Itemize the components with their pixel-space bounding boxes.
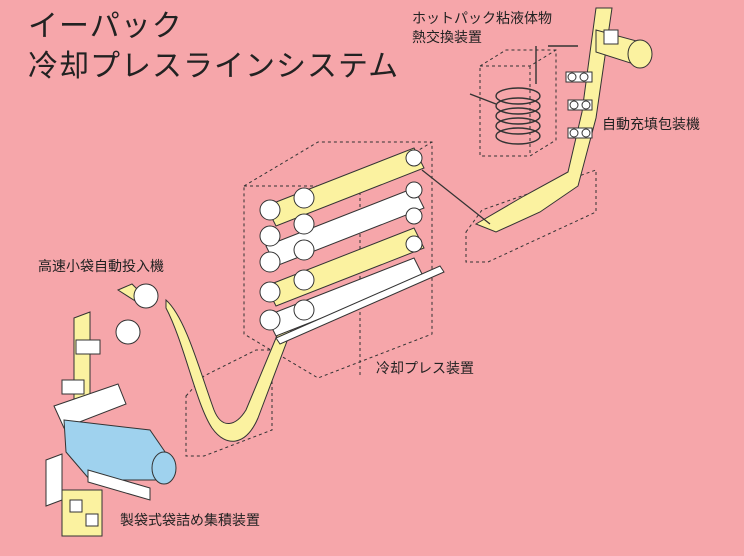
heat-exchanger-coil [469,45,578,145]
label-hotpack-line1: ホットパック粘液体物 [412,11,552,27]
title-line1: イーパック [28,9,183,44]
label-feeder: 高速小袋自動投入機 [38,259,164,275]
label-filler: 自動充填包装機 [602,117,700,133]
feeder-machine [53,283,159,429]
label-packer: 製袋式袋詰め集積装置 [120,513,260,529]
film-roll-top [595,29,653,69]
press-rollers [259,147,445,345]
label-hotpack-line2: 熱交換装置 [412,30,482,46]
bag-packer [45,419,177,537]
label-press: 冷却プレス装置 [376,361,474,377]
title-line2: 冷却プレスラインシステム [28,49,400,84]
filler-nozzles [565,71,593,139]
